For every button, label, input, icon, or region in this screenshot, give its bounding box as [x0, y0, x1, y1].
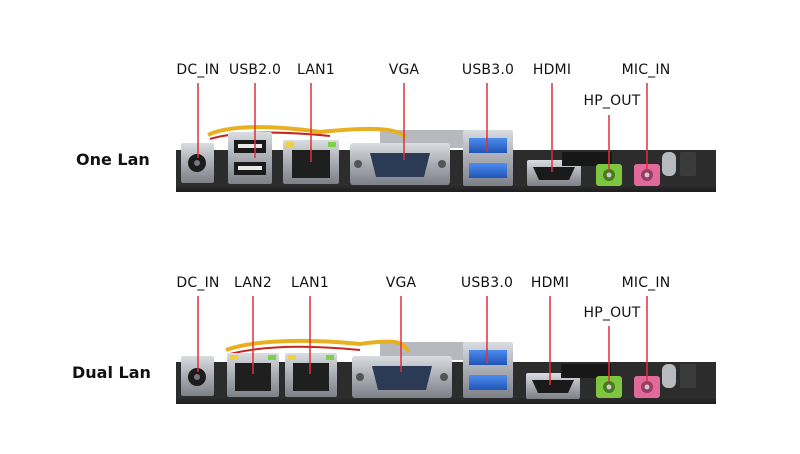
label-lan2-bottom: LAN2: [234, 275, 272, 291]
cable-bottom: [225, 338, 410, 353]
label-hdmi-bottom: HDMI: [530, 275, 570, 291]
label-lan1-bottom: LAN1: [291, 275, 329, 291]
label-lan1-top: LAN1: [297, 62, 335, 78]
label-usb2-top: USB2.0: [228, 62, 282, 78]
label-mic-in-bottom: MIC_IN: [621, 275, 671, 291]
label-mic-in-top: MIC_IN: [621, 62, 671, 78]
leader-lines-bottom: [197, 296, 648, 385]
label-usb3-bottom: USB3.0: [460, 275, 514, 291]
cable-top: [207, 125, 407, 140]
board-one-lan: [176, 83, 716, 192]
label-dc-in-bottom: DC_IN: [176, 275, 220, 291]
label-usb3-top: USB3.0: [461, 62, 515, 78]
panel-title-one-lan: One Lan: [76, 150, 150, 169]
label-hdmi-top: HDMI: [532, 62, 572, 78]
label-vga-top: VGA: [388, 62, 420, 78]
usb2-port-top: [228, 132, 272, 184]
leader-lines-top: [197, 83, 648, 172]
label-hp-out-top: HP_OUT: [583, 93, 641, 109]
label-hp-out-bottom: HP_OUT: [583, 305, 641, 321]
board-dual-lan: [176, 296, 716, 404]
panel-title-dual-lan: Dual Lan: [72, 363, 151, 382]
label-vga-bottom: VGA: [385, 275, 417, 291]
label-dc-in-top: DC_IN: [176, 62, 220, 78]
